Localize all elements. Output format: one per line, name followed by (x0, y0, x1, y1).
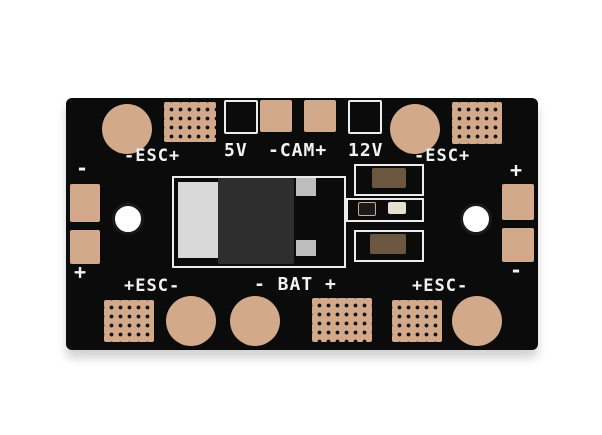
pad-cam-negative (304, 100, 336, 132)
label-cam: -CAM+ (268, 140, 328, 161)
pad-left-negative (70, 184, 100, 222)
label-right-minus: - (510, 258, 524, 282)
regulator-outline (172, 176, 346, 268)
resistor (358, 202, 376, 216)
pad-esc-top-right-negative (390, 104, 440, 154)
resistor-outline (346, 198, 424, 222)
label-right-plus: + (510, 158, 524, 182)
pad-esc-top-left-positive (164, 102, 216, 142)
pad-right-positive (502, 184, 534, 220)
pad-bat-negative (230, 296, 280, 346)
pad-esc-bottom-left-positive (104, 300, 154, 342)
pad-esc-top-left-negative (102, 104, 152, 154)
pad-right-negative (502, 228, 534, 262)
label-left-minus: - (76, 156, 90, 180)
label-esc-bottom-right: +ESC- (412, 276, 469, 296)
regulator-tab (178, 182, 218, 258)
pad-left-positive (70, 230, 100, 264)
capacitor-bottom (370, 234, 406, 254)
capacitor-top (372, 168, 406, 188)
label-esc-bottom-left: +ESC- (124, 276, 181, 296)
label-esc-top-right: -ESC+ (414, 146, 471, 166)
pcb-board: -ESC+ 5V -CAM+ 12V -ESC+ - + + - +ESC- -… (66, 98, 538, 350)
led (388, 202, 406, 214)
pad-bat-positive (312, 298, 372, 342)
regulator-lead-bottom (296, 240, 316, 256)
label-left-plus: + (74, 260, 88, 284)
label-12v: 12V (348, 140, 384, 161)
pad-esc-top-right-positive (452, 102, 502, 144)
pad-5v (260, 100, 292, 132)
label-esc-top-left: -ESC+ (124, 146, 181, 166)
pad-esc-bottom-right-negative (452, 296, 502, 346)
voltage-regulator-chip (218, 178, 294, 264)
label-5v: 5V (224, 140, 248, 161)
mounting-hole-right (460, 203, 492, 235)
label-bat: - BAT + (254, 274, 337, 295)
pad-esc-bottom-right-positive (392, 300, 442, 342)
pad-cam-positive (348, 100, 382, 134)
regulator-lead-top (296, 178, 316, 196)
pad-5v-outline (224, 100, 258, 134)
pad-esc-bottom-left-negative (166, 296, 216, 346)
capacitor-outline-bottom (354, 230, 424, 262)
mounting-hole-left (112, 203, 144, 235)
capacitor-outline-top (354, 164, 424, 196)
